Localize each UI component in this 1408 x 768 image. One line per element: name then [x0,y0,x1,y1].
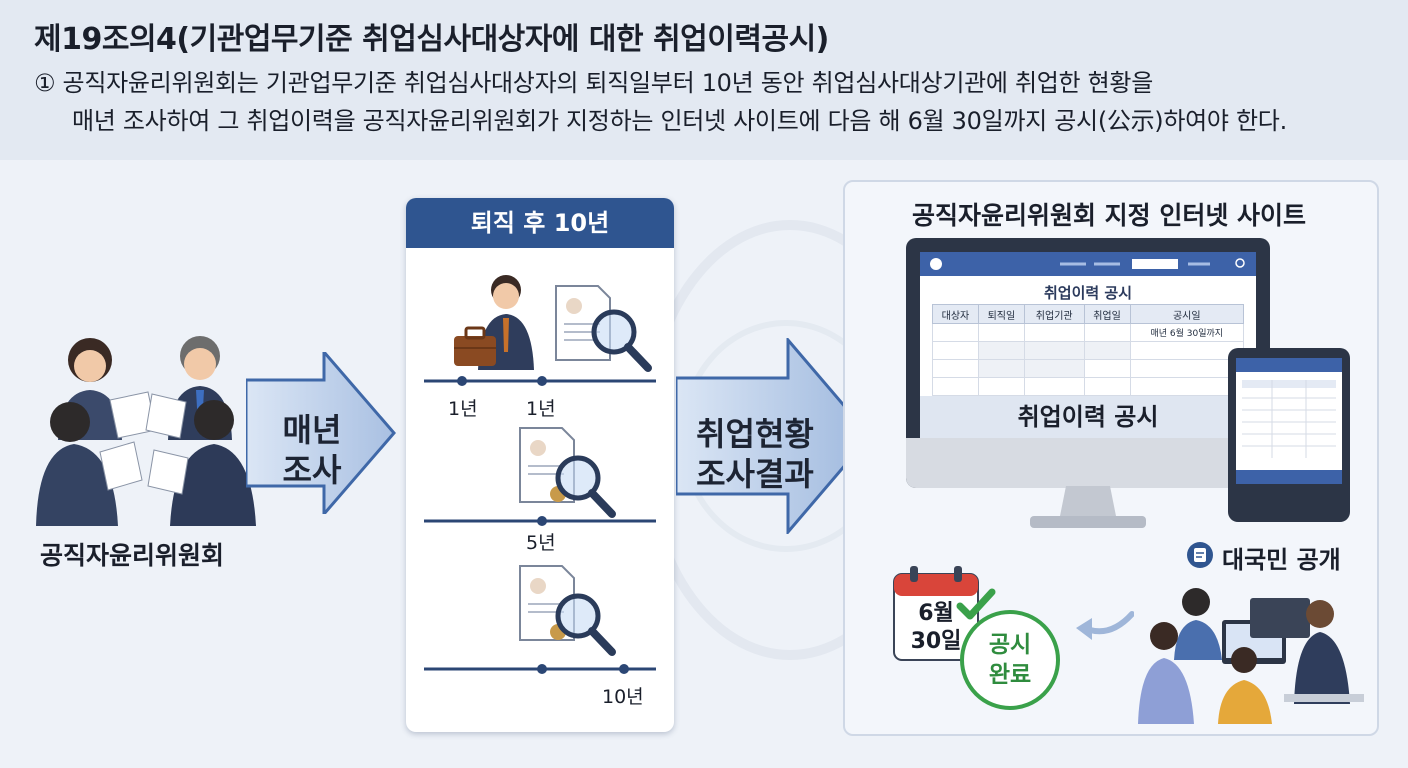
arrow-label-results-line-2: 조사결과 [696,455,814,493]
checkmark-icon [956,588,996,620]
col-retire-date: 퇴직일 [977,304,1025,324]
website-screen: 취업이력 공시 대상자 퇴직일 취업기관 취업일 공시일 매년 6월 30일까지… [920,252,1256,438]
committee-label: 공직자윤리위원회 [40,541,225,570]
timeline-panel: 퇴직 후 10년 1년 1년 5 [406,198,674,732]
table-row [932,377,1244,396]
monitor-stand [1030,486,1146,528]
arrow-label-employment-results: 취업현황 조사결과 [680,414,830,494]
timeline-row-1-label-b: 1년 [526,398,556,420]
arrow-label-results-line-1: 취업현황 [696,415,814,453]
arrow-label-line-2: 조사 [282,451,342,489]
tablet-screen [1236,358,1342,484]
timeline-row-3-label: 10년 [602,686,644,708]
timeline-panel-header: 퇴직 후 10년 [406,198,674,248]
people-meeting-icon [36,336,256,526]
website-screen-footer: 취업이력 공시 [920,396,1256,438]
article-title: 제19조의4(기관업무기준 취업심사대상자에 대한 취업이력공시) [34,22,829,57]
arrow-annual-survey [246,352,396,514]
public-disclosure-icon [1187,542,1213,568]
timeline-row-1-label-a: 1년 [448,398,478,420]
paragraph-line-1: ① 공직자윤리위원회는 기관업무기준 취업심사대상자의 퇴직일부터 10년 동안… [34,69,1153,97]
article-paragraph: ① 공직자윤리위원회는 기관업무기준 취업심사대상자의 퇴직일부터 10년 동안… [34,64,1394,140]
disclosure-table: 대상자 퇴직일 취업기관 취업일 공시일 매년 6월 30일까지 [932,304,1244,396]
return-arrow-icon [1076,611,1134,640]
briefcase-icon [454,326,496,366]
arrow-label-line-1: 매년 [282,411,342,449]
col-disclosure-date: 공시일 [1129,304,1244,324]
tablet-screen-content [1236,358,1342,484]
timeline-row-3 [424,664,656,674]
arrow-label-annual-survey: 매년 조사 [262,410,362,490]
calendar-day: 30일 [910,629,962,654]
col-employer: 취업기관 [1023,304,1085,324]
website-navbar [920,252,1256,276]
monitor-chin [906,438,1270,488]
table-row [932,359,1244,378]
timeline-row-1 [424,376,656,386]
public-disclosure-label: 대국민 공개 [1222,546,1341,574]
col-subject: 대상자 [932,304,979,324]
document-search-icon [555,285,652,372]
calendar-date: 6월 30일 [896,600,976,656]
calendar-icon [893,566,979,661]
header-band: 제19조의4(기관업무기준 취업심사대상자에 대한 취업이력공시) ① 공직자윤… [0,0,1408,160]
website-screen-title: 취업이력 공시 [1043,284,1133,302]
certificate-search-icon [519,427,616,518]
stamp-line-2: 완료 [988,662,1032,688]
timeline-row-2 [424,516,656,526]
site-title: 공직자윤리위원회 지정 인터넷 사이트 [911,201,1307,230]
table-row: 매년 6월 30일까지 [932,323,1244,342]
certificate-search-icon [519,565,616,656]
paragraph-line-2: 매년 조사하여 그 취업이력을 공직자윤리위원회가 지정하는 인터넷 사이트에 … [72,107,1287,135]
people-devices-icon [1138,588,1364,724]
disclosure-complete-stamp: 공시 완료 [960,610,1060,710]
calendar-month: 6월 [918,601,954,626]
stamp-line-1: 공시 [988,632,1032,658]
table-row [932,341,1244,360]
arrow-employment-results [676,338,872,534]
table-note: 매년 6월 30일까지 [1129,323,1244,342]
website-nav-icons [930,258,1245,270]
disclosure-table-header: 대상자 퇴직일 취업기관 취업일 공시일 [932,304,1244,324]
timeline-row-2-label: 5년 [526,532,556,554]
col-hire-date: 취업일 [1083,304,1131,324]
